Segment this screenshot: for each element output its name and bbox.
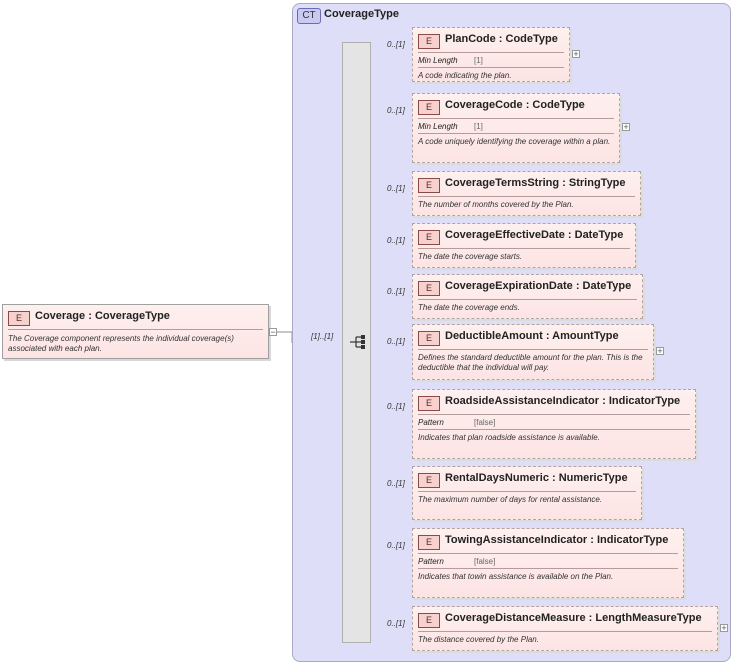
element-description: A code indicating the plan. bbox=[418, 71, 512, 80]
element-description: The date the coverage starts. bbox=[418, 252, 523, 261]
element-badge: E bbox=[418, 281, 440, 296]
complex-type-title: CoverageType bbox=[324, 8, 399, 20]
element-cardinality: 0..[1] bbox=[387, 287, 405, 296]
facet-key: Pattern bbox=[418, 418, 444, 427]
element-description: The maximum number of days for rental as… bbox=[418, 495, 603, 504]
divider bbox=[418, 196, 635, 197]
element-name: PlanCode : CodeType bbox=[445, 33, 558, 45]
root-cardinality: [1]..[1] bbox=[311, 332, 334, 341]
element-badge: E bbox=[418, 178, 440, 193]
element-description: Defines the standard deductible amount f… bbox=[418, 353, 643, 372]
expand-button[interactable]: + bbox=[622, 122, 630, 132]
element-box[interactable]: E TowingAssistanceIndicator : IndicatorTy… bbox=[412, 528, 684, 598]
element-name: RentalDaysNumeric : NumericType bbox=[445, 472, 628, 484]
element-name: CoverageTermsString : StringType bbox=[445, 177, 626, 189]
facet-value: [1] bbox=[474, 56, 483, 65]
element-name: CoverageEffectiveDate : DateType bbox=[445, 229, 624, 241]
facet-value: [false] bbox=[474, 557, 496, 566]
element-cardinality: 0..[1] bbox=[387, 184, 405, 193]
divider bbox=[418, 491, 636, 492]
element-name: CoverageCode : CodeType bbox=[445, 99, 585, 111]
element-description: Indicates that towin assistance is avail… bbox=[418, 572, 614, 581]
facet-value: [1] bbox=[474, 122, 483, 131]
element-badge: E bbox=[418, 331, 440, 346]
expand-button[interactable]: + bbox=[572, 49, 580, 59]
divider bbox=[418, 553, 678, 554]
element-name: TowingAssistanceIndicator : IndicatorTyp… bbox=[445, 534, 669, 546]
element-name: Coverage : CoverageType bbox=[35, 310, 170, 322]
divider bbox=[418, 429, 690, 430]
element-description: The distance covered by the Plan. bbox=[418, 635, 539, 644]
divider bbox=[418, 414, 690, 415]
element-description: A code uniquely identifying the coverage… bbox=[418, 137, 611, 146]
element-badge: E bbox=[418, 230, 440, 245]
divider bbox=[8, 329, 263, 330]
facet-key: Min Length bbox=[418, 122, 458, 131]
element-cardinality: 0..[1] bbox=[387, 541, 405, 550]
element-name: CoverageExpirationDate : DateType bbox=[445, 280, 632, 292]
complex-type-badge: CT bbox=[297, 8, 321, 24]
divider bbox=[418, 118, 614, 119]
sequence-icon bbox=[350, 335, 365, 349]
element-badge: E bbox=[418, 535, 440, 550]
element-cardinality: 0..[1] bbox=[387, 236, 405, 245]
element-description: Indicates that plan roadside assistance … bbox=[418, 433, 600, 442]
element-name: RoadsideAssistanceIndicator : IndicatorT… bbox=[445, 395, 681, 407]
divider bbox=[418, 52, 564, 53]
element-cardinality: 0..[1] bbox=[387, 40, 405, 49]
divider bbox=[418, 248, 630, 249]
element-cardinality: 0..[1] bbox=[387, 619, 405, 628]
facet-key: Min Length bbox=[418, 56, 458, 65]
element-name: DeductibleAmount : AmountType bbox=[445, 330, 619, 342]
element-box[interactable]: E CoverageDistanceMeasure : LengthMeasure… bbox=[412, 606, 718, 651]
element-badge: E bbox=[418, 396, 440, 411]
facet-key: Pattern bbox=[418, 557, 444, 566]
expand-button[interactable]: + bbox=[656, 346, 664, 356]
element-cardinality: 0..[1] bbox=[387, 479, 405, 488]
divider bbox=[418, 67, 564, 68]
sequence-compositor[interactable] bbox=[342, 42, 371, 643]
divider bbox=[418, 133, 614, 134]
element-cardinality: 0..[1] bbox=[387, 337, 405, 346]
element-description: The Coverage component represents the in… bbox=[8, 334, 234, 353]
element-badge: E bbox=[418, 34, 440, 49]
element-description: The date the coverage ends. bbox=[418, 303, 520, 312]
element-badge: E bbox=[8, 311, 30, 326]
element-cardinality: 0..[1] bbox=[387, 402, 405, 411]
element-description: The number of months covered by the Plan… bbox=[418, 200, 574, 209]
element-box[interactable]: E RoadsideAssistanceIndicator : Indicator… bbox=[412, 389, 696, 459]
root-element-coverage[interactable]: E Coverage : CoverageType The Coverage c… bbox=[2, 304, 269, 359]
divider bbox=[418, 299, 637, 300]
element-badge: E bbox=[418, 100, 440, 115]
divider bbox=[418, 631, 712, 632]
element-cardinality: 0..[1] bbox=[387, 106, 405, 115]
element-name: CoverageDistanceMeasure : LengthMeasureT… bbox=[445, 612, 702, 624]
element-badge: E bbox=[418, 473, 440, 488]
divider bbox=[418, 349, 648, 350]
facet-value: [false] bbox=[474, 418, 496, 427]
expand-button[interactable]: + bbox=[720, 623, 728, 633]
collapse-button[interactable]: − bbox=[269, 327, 277, 337]
divider bbox=[418, 568, 678, 569]
element-badge: E bbox=[418, 613, 440, 628]
